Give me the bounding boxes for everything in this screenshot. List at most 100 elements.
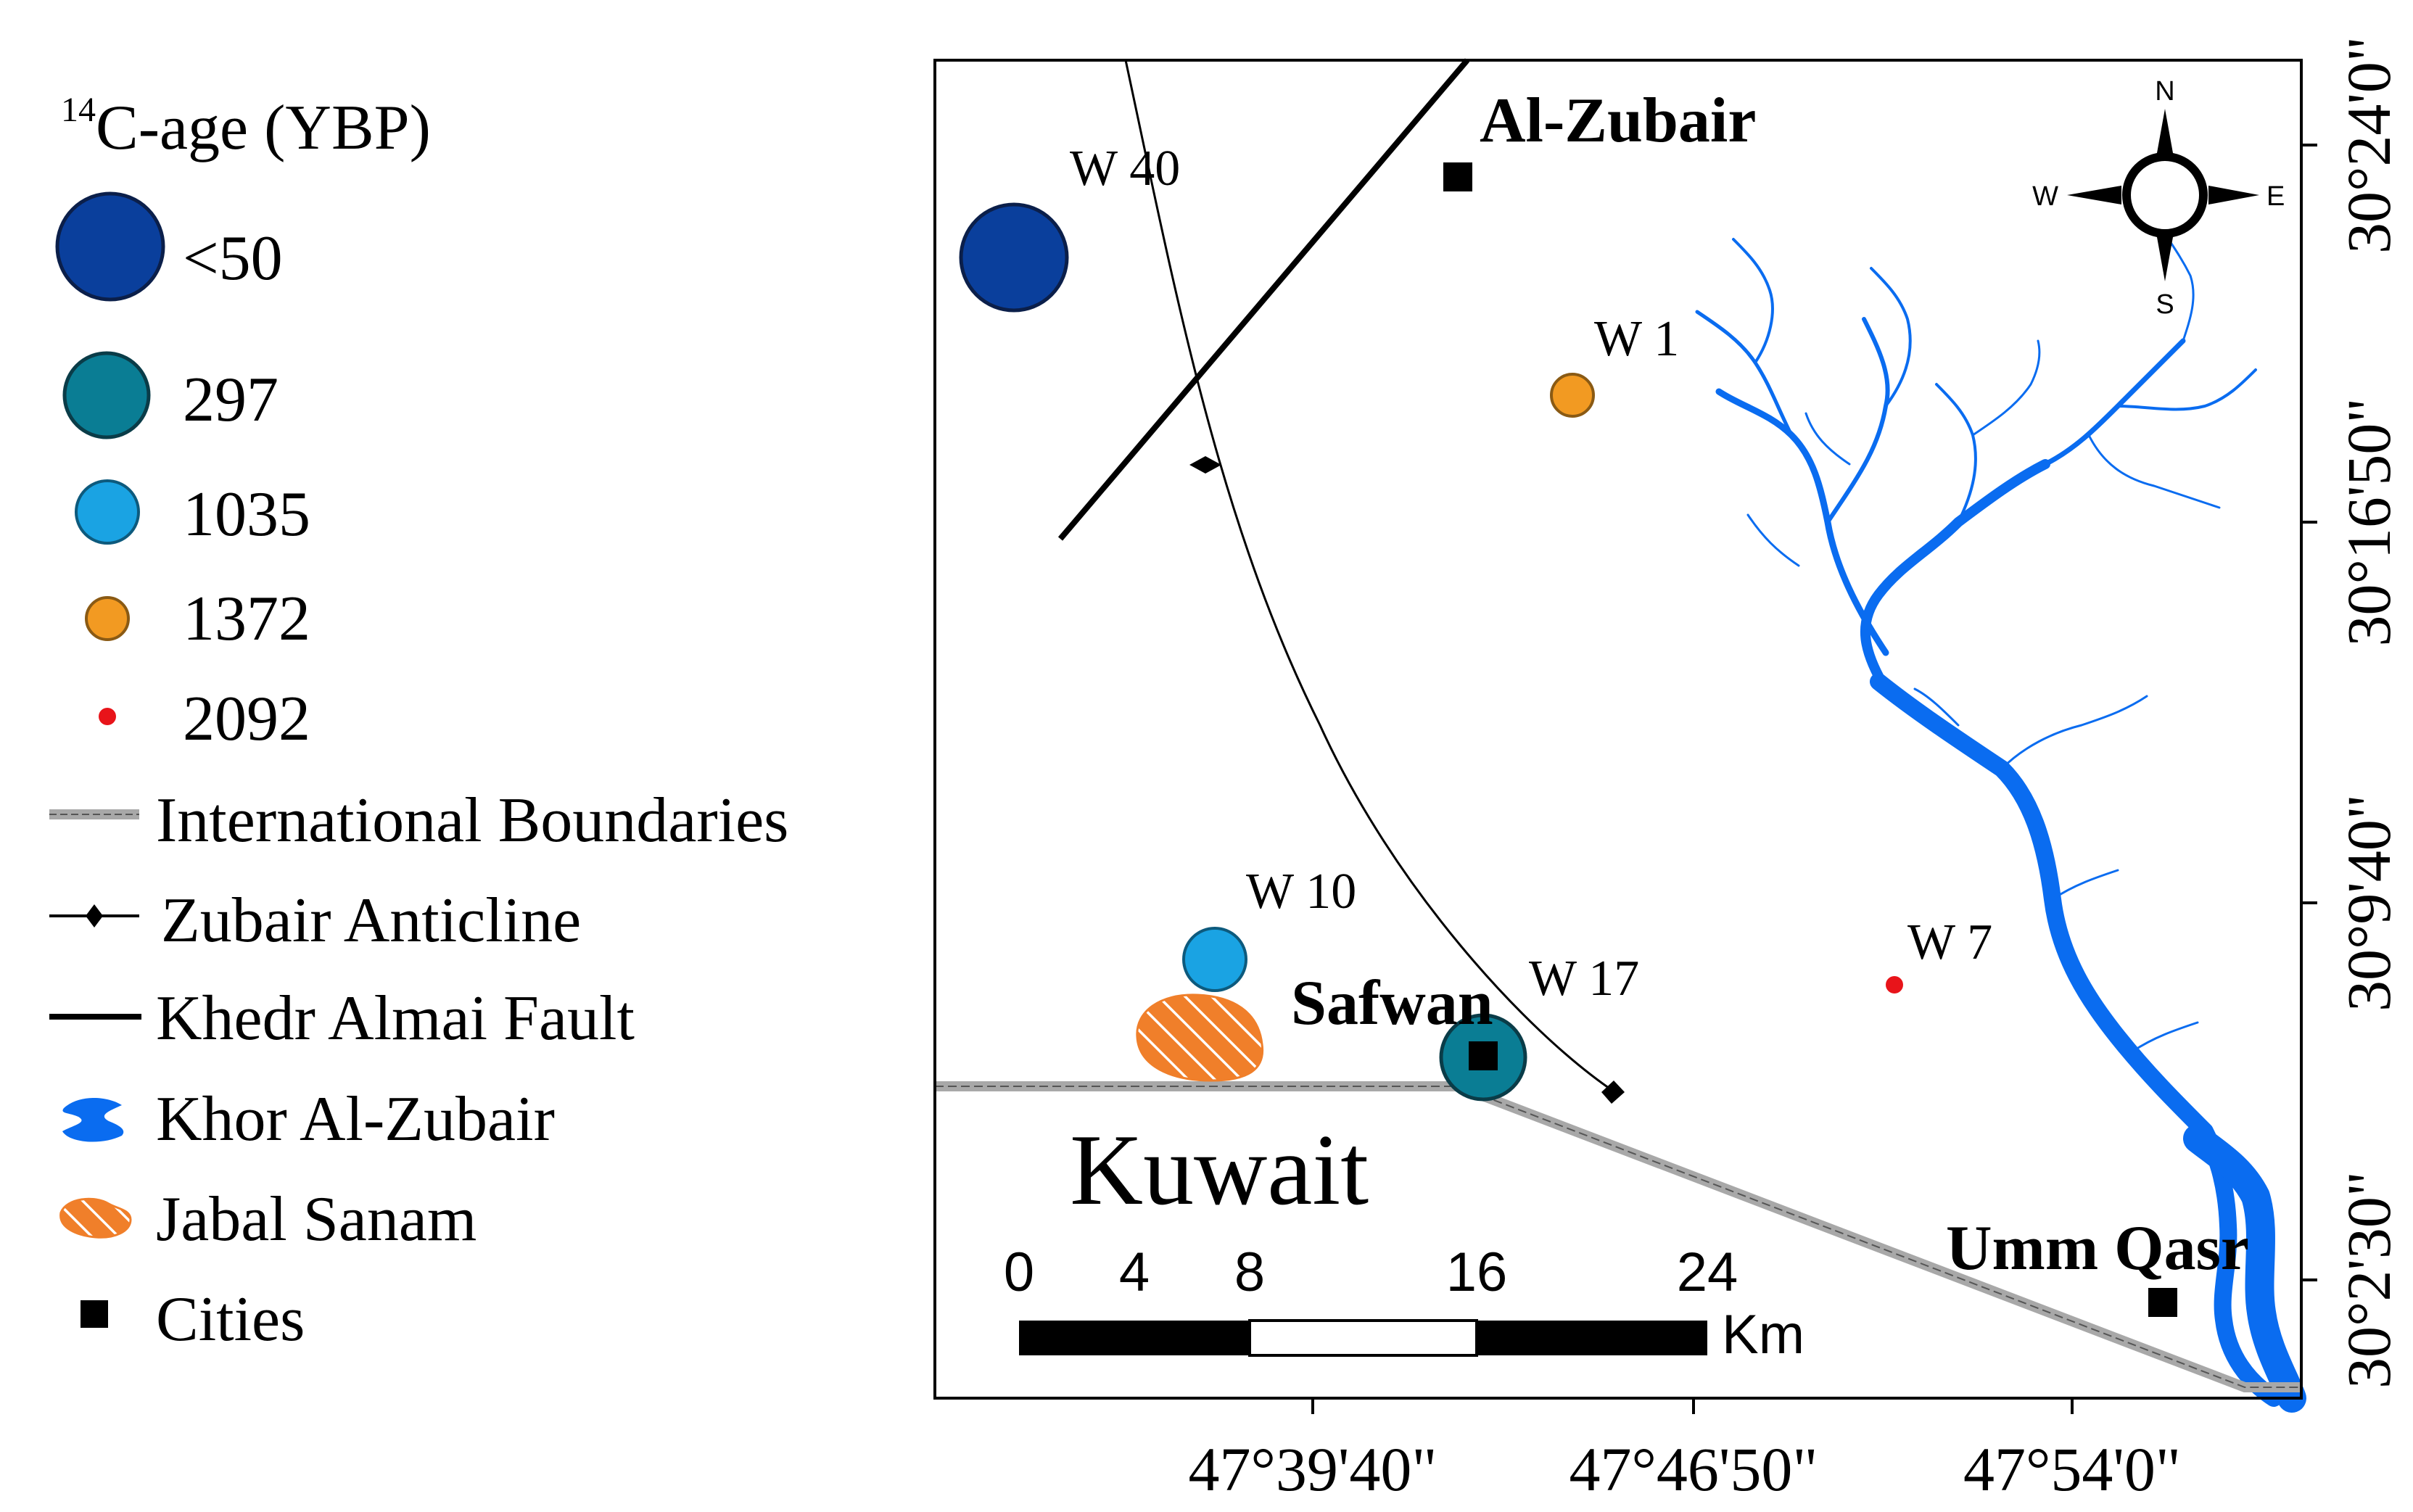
legend-age-label-297: 297: [183, 365, 279, 435]
legend: 14C-age (YBP) <50 297 1035 1372 2092 Int…: [49, 91, 788, 1355]
khor-branch-ne-3: [2167, 238, 2195, 342]
city-zubair-marker: [1443, 162, 1472, 191]
legend-khor-symbol: [62, 1098, 124, 1142]
legend-boundaries-label: International Boundaries: [156, 785, 788, 856]
khor-branch-s2: [2051, 869, 2119, 901]
legend-boundaries-item: International Boundaries: [49, 785, 788, 856]
legend-khor-item: Khor Al-Zubair: [62, 1084, 555, 1154]
legend-anticline-item: Zubair Anticline: [49, 885, 581, 956]
lon-label-2: 47°46'50": [1570, 1434, 1818, 1504]
khor-al-zubair-water: [1695, 238, 2306, 1413]
khor-branch-mid-2: [1971, 339, 2041, 437]
city-zubair-label: Al-Zubair: [1480, 86, 1756, 156]
legend-age-symbol-297: [62, 351, 151, 439]
city-safwan-marker: [1469, 1041, 1498, 1070]
jabal-sanam: [1136, 993, 1264, 1082]
khor-branch-nw-2: [1732, 238, 1774, 364]
compass-n-label: N: [2155, 76, 2174, 107]
scale-unit: Km: [1722, 1304, 1804, 1366]
compass-needle-n: [2156, 109, 2174, 161]
legend-age-classes: <50 297 1035 1372 2092: [55, 191, 310, 754]
khedr-almai-fault: [1057, 58, 1470, 541]
khor-lower-widening: [2183, 1124, 2306, 1413]
lat-label-4: 30°2'30": [2334, 1171, 2404, 1389]
khor-upper-channel: [1860, 459, 2050, 694]
khor-branch-ne-2: [2116, 368, 2257, 411]
anticline-line: [1124, 59, 1614, 1093]
scale-tick-16: 16: [1446, 1242, 1508, 1303]
legend-age-symbol-1372: [85, 596, 130, 641]
well-w10-label: W 10: [1246, 864, 1356, 920]
map-frame-bg: [935, 60, 2301, 1398]
scale-bar: 0 4 8 16 24 Km: [1004, 1242, 1804, 1366]
legend-anticline-label: Zubair Anticline: [161, 885, 581, 956]
well-w7-label: W 7: [1907, 914, 1992, 970]
lon-label-1: 47°39'40": [1189, 1434, 1438, 1504]
khor-branch-s1: [2000, 695, 2148, 770]
scale-tick-24: 24: [1677, 1242, 1738, 1303]
graticule-ticks: [1311, 144, 2317, 1414]
scale-seg-8-16: [1248, 1319, 1478, 1357]
legend-cities-item: Cities: [81, 1284, 305, 1355]
map-panel: Al-Zubair Safwan Umm Qasr Kuwait W 40 W …: [933, 36, 2404, 1504]
scale-tick-4: 4: [1119, 1242, 1150, 1303]
lat-label-2: 30°16'50": [2334, 398, 2404, 647]
well-w17-label: W 17: [1529, 951, 1639, 1007]
legend-fault-item: Khedr Almai Fault: [49, 983, 635, 1054]
legend-khor-label: Khor Al-Zubair: [156, 1084, 555, 1154]
well-w1-symbol: [1550, 373, 1595, 418]
lat-label-1: 30°24'0": [2334, 36, 2404, 254]
zubair-anticline: [1124, 59, 1625, 1104]
scale-seg-0-8: [1019, 1321, 1250, 1355]
scale-tick-8: 8: [1234, 1242, 1265, 1303]
khor-branch-s4: [2131, 1021, 2199, 1053]
scale-tick-0: 0: [1004, 1242, 1034, 1303]
well-w1-label: W 1: [1594, 311, 1679, 367]
legend-age-symbol-lt50: [55, 191, 165, 302]
city-umm-qasr-marker: [2148, 1288, 2177, 1317]
legend-age-symbol-2092: [99, 708, 116, 725]
legend-cities-label: Cities: [156, 1284, 305, 1355]
legend-title-sup: 14: [61, 91, 96, 129]
compass-rose-icon: N S W E: [2032, 76, 2285, 320]
country-kuwait-label: Kuwait: [1070, 1114, 1369, 1226]
lat-label-3: 30°9'40": [2334, 794, 2404, 1012]
legend-age-symbol-1035: [75, 479, 140, 545]
well-w10-symbol: [1182, 927, 1247, 992]
khor-branch-left-top: [1746, 513, 1800, 567]
khor-branch-top: [1870, 267, 1912, 408]
compass-s-label: S: [2156, 289, 2174, 320]
international-boundary: [935, 1081, 2301, 1392]
legend-jabal-symbol: [59, 1197, 132, 1239]
well-w40-label: W 40: [1070, 141, 1180, 197]
khor-branch-e: [2087, 434, 2221, 509]
khor-main-channel: [1870, 673, 2282, 1407]
well-w7-symbol: [1886, 976, 1903, 993]
khor-branch-left-2: [1804, 412, 1851, 466]
khor-branch-s3: [1913, 687, 1960, 727]
compass-e-label: E: [2266, 181, 2285, 212]
compass-w-label: W: [2032, 181, 2058, 212]
legend-jabal-label: Jabal Sanam: [156, 1184, 477, 1255]
compass-needle-e: [2208, 186, 2259, 205]
legend-age-label-1035: 1035: [183, 479, 310, 550]
anticline-diamond-south: [1601, 1081, 1625, 1104]
legend-age-label-lt50: <50: [183, 223, 283, 294]
city-umm-qasr-label: Umm Qasr: [1946, 1213, 2249, 1284]
map-frame-border: [933, 59, 2303, 1400]
legend-age-label-1372: 1372: [183, 584, 310, 654]
legend-anticline-diamond: [86, 904, 103, 928]
well-w40-symbol: [959, 202, 1069, 313]
anticline-diamond-north: [1189, 456, 1221, 474]
legend-age-label-2092: 2092: [183, 684, 310, 754]
compass-center: [2122, 152, 2208, 238]
lon-label-3: 47°54'0": [1963, 1434, 2181, 1504]
city-safwan-label: Safwan: [1291, 968, 1493, 1038]
compass-needle-w: [2067, 186, 2121, 205]
legend-fault-label: Khedr Almai Fault: [156, 983, 635, 1054]
legend-city-symbol: [81, 1300, 108, 1328]
legend-jabal-item: Jabal Sanam: [59, 1184, 477, 1255]
boundary-line-dash: [935, 1086, 2301, 1388]
legend-title-text: C-age (YBP): [96, 93, 431, 163]
compass-needle-s: [2156, 229, 2174, 281]
